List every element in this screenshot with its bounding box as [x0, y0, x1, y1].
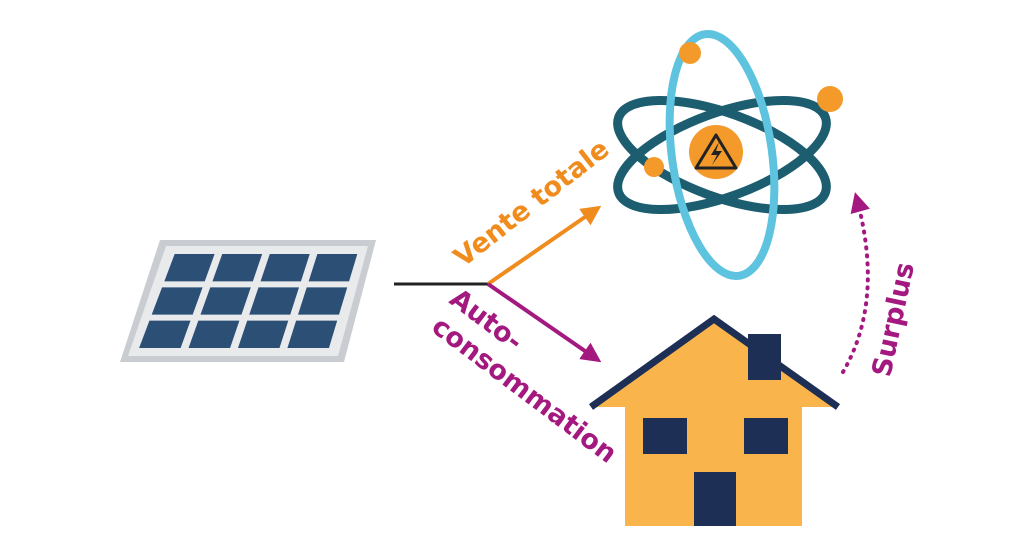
high-voltage-warning-icon [689, 125, 743, 179]
panel-cell [200, 287, 251, 315]
panel-cell [151, 287, 203, 315]
panel-cell [237, 320, 289, 348]
electron-left [644, 157, 664, 177]
vente-totale-arrow [486, 205, 602, 286]
panel-cells [139, 254, 358, 348]
house-icon [588, 314, 841, 526]
panel-cell [188, 320, 240, 348]
solar-panel-icon [120, 240, 376, 362]
surplus-arrow [841, 192, 870, 374]
atom-icon [613, 29, 843, 281]
autoconsommation-arrow [486, 282, 602, 363]
house-roof-trim [588, 314, 841, 410]
panel-cell [298, 287, 348, 315]
house-chimney [748, 334, 781, 380]
panel-cell [287, 320, 338, 348]
house-window-right [744, 418, 788, 454]
surplus-label: Surplus [867, 260, 921, 380]
panel-cell [308, 254, 358, 282]
electron-right [817, 86, 843, 112]
panel-cell [164, 254, 215, 282]
house-window-left [643, 418, 687, 454]
electron-top [679, 42, 701, 64]
panel-cell [260, 254, 310, 282]
panel-cell [249, 287, 300, 315]
panel-cell [139, 320, 191, 348]
house-door [694, 472, 736, 526]
panel-cell [212, 254, 263, 282]
house-roof [591, 319, 838, 407]
